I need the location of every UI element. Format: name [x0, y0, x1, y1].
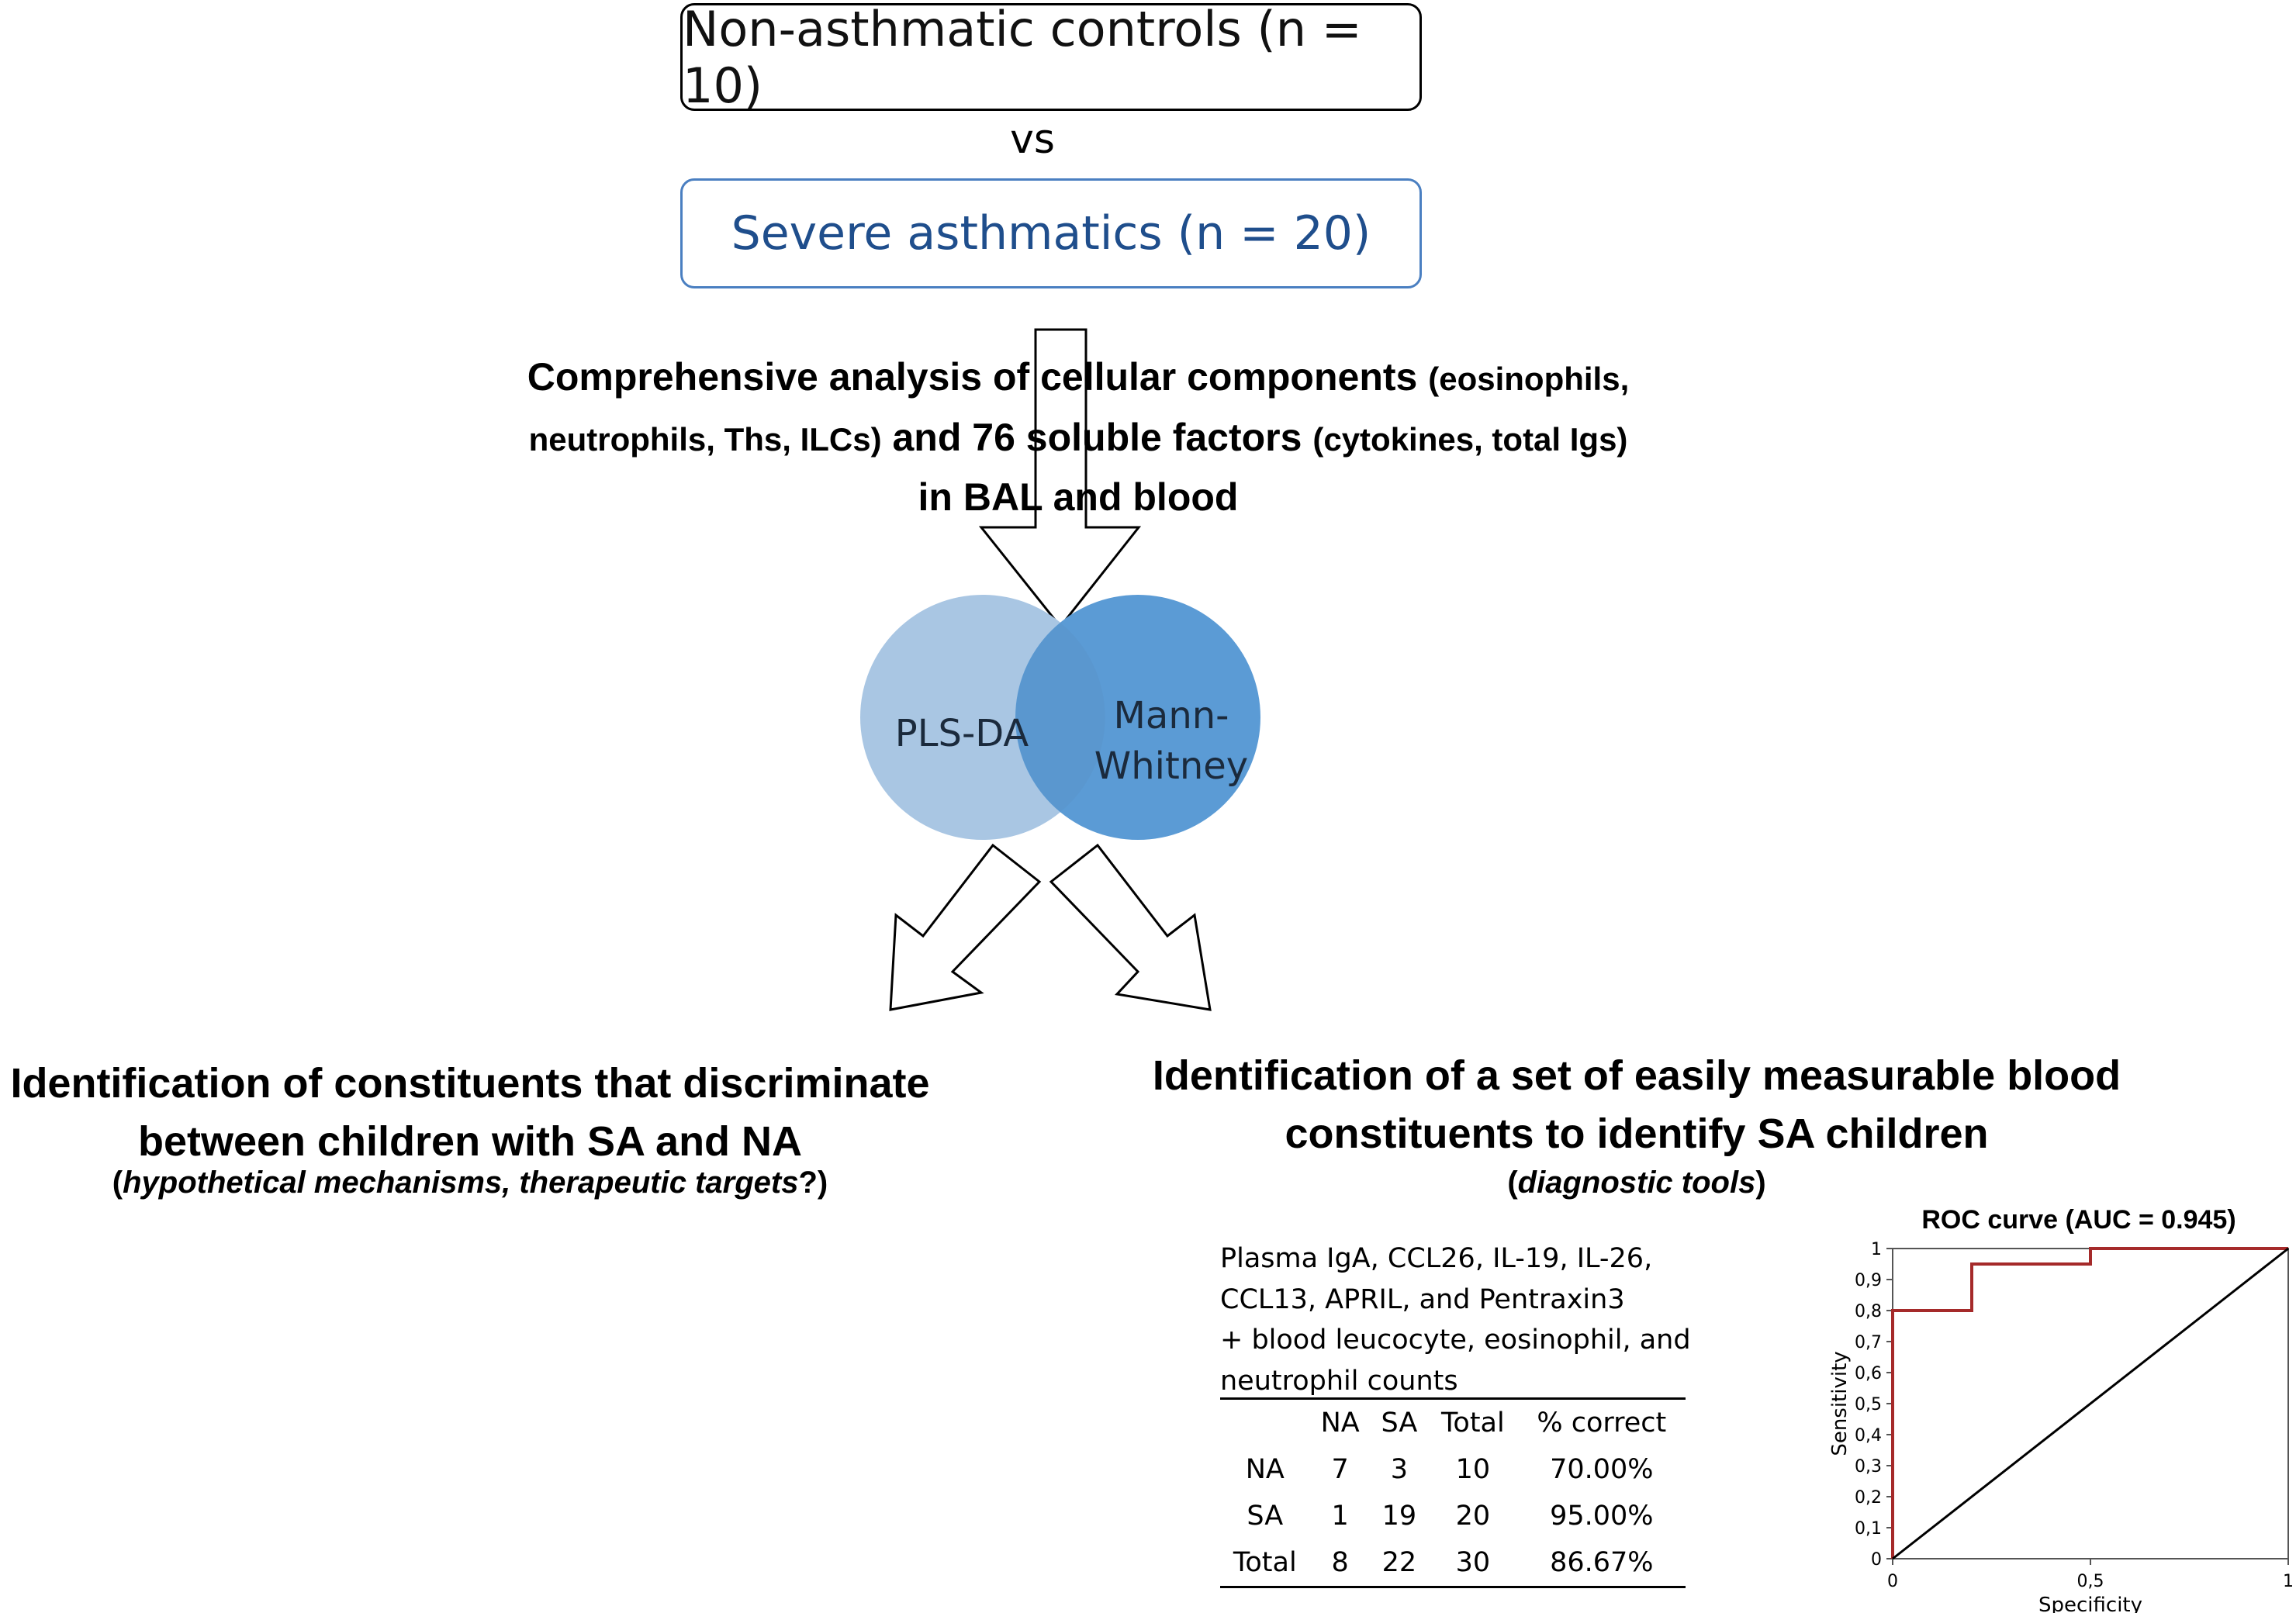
y-tick-label: 0,4: [1855, 1426, 1882, 1445]
table-cell: 19: [1381, 1501, 1417, 1532]
y-tick-label: 1: [1871, 1240, 1882, 1259]
controls-box: Non-asthmatic controls (n = 10): [680, 0, 1422, 114]
table-cell: 86.67%: [1550, 1547, 1654, 1578]
markers-line3: + blood leucocyte, eosinophil, and: [1220, 1325, 1691, 1356]
y-tick-label: 0,6: [1855, 1364, 1882, 1383]
table-cell: 1: [1331, 1501, 1349, 1532]
roc-curve-line: [1891, 1247, 2288, 1559]
table-cell: Total: [1233, 1547, 1297, 1578]
right-sub-close: ): [1755, 1166, 1766, 1200]
classification-table: NA SA Total % correct NA 7 3 10 70.00% S…: [1220, 1397, 1686, 1588]
left-sub-close: ?): [798, 1166, 828, 1200]
table-header: NA: [1320, 1407, 1360, 1439]
down-left-arrow: [889, 843, 1042, 1011]
venn-overlap: [1015, 623, 1105, 812]
analysis-line2-bold: and 76 soluble factors: [892, 415, 1302, 459]
table-header-row: NA SA Total % correct: [1220, 1399, 1686, 1447]
left-heading-line1: Identification of constituents that disc…: [10, 1060, 930, 1107]
table-header: % correct: [1537, 1407, 1667, 1439]
markers-line4: neutrophil counts: [1220, 1365, 1458, 1397]
table-cell: 3: [1390, 1454, 1409, 1485]
analysis-line2-small-b: (cytokines, total Igs): [1312, 420, 1628, 458]
left-heading-line2: between children with SA and NA: [137, 1117, 803, 1165]
analysis-description: Comprehensive analysis of cellular compo…: [434, 347, 1722, 528]
roc-title: ROC curve (AUC = 0.945): [1921, 1205, 2236, 1235]
table-cell: SA: [1247, 1501, 1284, 1532]
analysis-line1-small: (eosinophils,: [1428, 361, 1630, 397]
y-tick-label: 0,7: [1855, 1333, 1882, 1352]
x-axis-label: Specificity: [2038, 1594, 2142, 1613]
right-outcome-heading: Identification of a set of easily measur…: [1132, 1047, 2141, 1162]
severe-box: Severe asthmatics (n = 20): [680, 178, 1422, 288]
roc-chart: 0 0,1 0,2 0,3 0,4 0,5 0,6 0,7 0,8 0,9 1 0 0,5 1Specif…: [1828, 1240, 2294, 1613]
table-row: Total 8 22 30 86.67%: [1220, 1539, 1686, 1587]
table-row: NA 7 3 10 70.00%: [1220, 1446, 1686, 1493]
x-tick-label: 0: [1887, 1572, 1898, 1591]
table-row: SA 1 19 20 95.00%: [1220, 1493, 1686, 1539]
y-tick-label: 0,1: [1855, 1519, 1882, 1539]
x-tick-label: 1: [2283, 1572, 2294, 1591]
markers-line2: CCL13, APRIL, and Pentraxin3: [1220, 1283, 1625, 1315]
table-cell: 22: [1381, 1547, 1417, 1578]
y-tick-label: 0,2: [1855, 1488, 1882, 1508]
right-sub-italic: diagnostic tools: [1517, 1166, 1756, 1200]
table-cell: 20: [1455, 1501, 1491, 1532]
venn-right-label-2: Whitney: [1094, 744, 1249, 788]
severe-label: Severe asthmatics (n = 20): [731, 206, 1371, 261]
controls-label: Non-asthmatic controls (n = 10): [683, 0, 1362, 114]
right-outcome-sub: (diagnostic tools): [1132, 1166, 2141, 1200]
table-header: SA: [1381, 1407, 1418, 1439]
venn-left-label: PLS-DA: [894, 712, 1029, 755]
analysis-line2-small-a: neutrophils, Ths, ILCs): [528, 420, 882, 458]
right-sub-open: (: [1507, 1166, 1518, 1200]
down-arrow: [978, 328, 1142, 629]
markers-list: Plasma IgA, CCL26, IL-19, IL-26, CCL13, …: [1220, 1238, 1717, 1401]
y-axis-label: Sensitivity: [1828, 1351, 1852, 1456]
left-outcome-sub: (hypothetical mechanisms, therapeutic ta…: [0, 1166, 940, 1200]
table-cell: 8: [1331, 1547, 1349, 1578]
analysis-line1-bold: Comprehensive analysis of cellular compo…: [527, 355, 1418, 399]
y-tick-label: 0,8: [1855, 1302, 1882, 1321]
reference-diagonal-line: [1892, 1247, 2289, 1560]
markers-line1: Plasma IgA, CCL26, IL-19, IL-26,: [1220, 1243, 1653, 1274]
y-tick-label: 0: [1871, 1550, 1882, 1570]
table-header: [1220, 1399, 1310, 1447]
table-cell: NA: [1245, 1454, 1285, 1485]
down-right-arrow: [1049, 843, 1212, 1011]
left-outcome-heading: Identification of constituents that disc…: [0, 1055, 940, 1170]
y-tick-label: 0,3: [1855, 1457, 1882, 1477]
table-cell: 7: [1331, 1454, 1349, 1485]
table-cell: 95.00%: [1550, 1501, 1654, 1532]
table-cell: 70.00%: [1550, 1454, 1654, 1485]
vs-label: vs: [1010, 116, 1055, 163]
right-heading-line1: Identification of a set of easily measur…: [1152, 1052, 2121, 1099]
table-header: Total: [1440, 1407, 1505, 1439]
y-tick-label: 0,5: [1855, 1395, 1882, 1414]
table-cell: 30: [1455, 1547, 1491, 1578]
right-heading-line2: constituents to identify SA children: [1285, 1110, 1989, 1157]
venn-right-label-1: Mann-: [1113, 694, 1229, 737]
left-sub-italic: hypothetical mechanisms, therapeutic tar…: [123, 1166, 799, 1200]
analysis-line3-bold: in BAL and blood: [918, 475, 1239, 519]
table-cell: 10: [1455, 1454, 1491, 1485]
y-tick-label: 0,9: [1855, 1271, 1882, 1290]
left-sub-open: (: [112, 1166, 123, 1200]
x-tick-label: 0,5: [2077, 1572, 2104, 1591]
